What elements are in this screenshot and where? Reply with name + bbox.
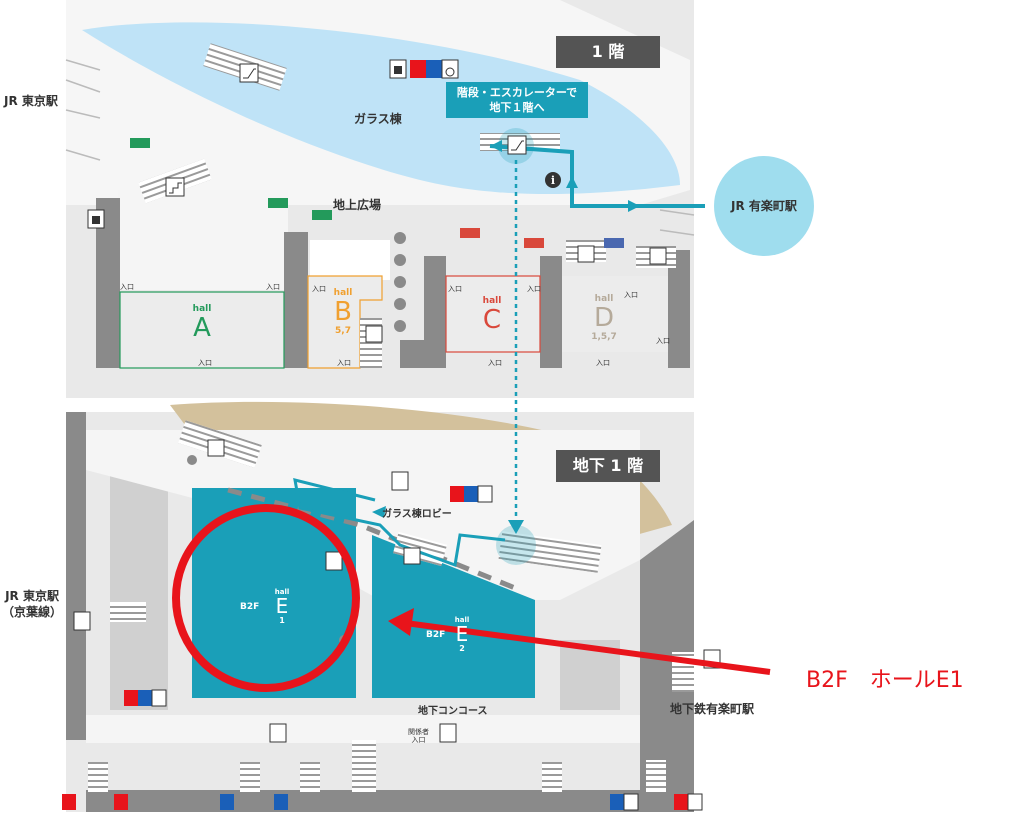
escalator-icon	[365, 325, 383, 343]
hall-letter: E	[275, 594, 289, 618]
exit-sign	[604, 238, 624, 248]
concourse-label: 地下コンコース	[418, 706, 488, 717]
glass-building-label: ガラス棟	[354, 112, 402, 126]
hall-word: hall	[594, 294, 614, 304]
information-icon[interactable]	[545, 172, 561, 188]
wheelchair-icon	[441, 59, 459, 79]
exit-sign	[130, 138, 150, 148]
hall-word: hall	[333, 288, 353, 298]
hall-prefix: B2F	[240, 602, 260, 612]
entrance-label: 入口	[624, 291, 638, 299]
subway-yurakucho-label: 地下鉄有楽町駅	[670, 702, 755, 716]
exit-sign	[524, 238, 544, 248]
hall-letter: E	[455, 622, 469, 646]
highlight-arrow	[397, 619, 771, 675]
elevator-icon	[391, 471, 409, 491]
hall-letter: A	[193, 313, 211, 343]
restroom-icon	[124, 689, 167, 707]
entrance-label: 入口	[312, 285, 326, 293]
restroom-icon	[410, 60, 442, 78]
exit-sign	[268, 198, 288, 208]
stairs-icon	[649, 247, 667, 265]
elevator-icon	[389, 59, 407, 79]
hall-word: hall	[274, 588, 290, 596]
entrance-label: 入口	[120, 283, 134, 291]
hall-floors: 5,7	[335, 326, 351, 336]
entrance-label: 入口	[198, 359, 212, 367]
floor-tag-basement: 地下 1 階	[556, 450, 660, 482]
hall-word: hall	[482, 296, 502, 306]
entrance-label: 入口	[527, 285, 541, 293]
wall-block	[424, 256, 446, 368]
jr-tokyo-keiyo-line: （京葉線）	[2, 605, 63, 619]
jr-tokyo-keiyo-line: JR 東京駅	[5, 589, 59, 603]
exit-sign	[460, 228, 480, 238]
restroom-icon	[62, 793, 703, 811]
entrance-label: 入口	[266, 283, 280, 291]
hall-c-label: hall C	[464, 296, 520, 334]
hall-b-area[interactable]	[307, 275, 383, 369]
exit-sign	[312, 210, 332, 220]
entrance-label: 入口	[337, 359, 351, 367]
callout-line: 階段・エスカレーターで	[456, 86, 578, 99]
hall-d-label: hall D 1,5,7	[576, 294, 632, 342]
staff-entrance-line: 関係者	[408, 728, 429, 736]
facility-icons	[62, 59, 721, 811]
platform-lines	[65, 59, 695, 236]
hall-letter: B	[334, 297, 352, 327]
elevator-icon	[73, 611, 91, 631]
callout-line: 地下１階へ	[489, 101, 545, 114]
escalator-icon	[239, 63, 259, 83]
hall-letter: D	[593, 303, 615, 333]
stairs-icon	[577, 245, 595, 263]
hall-floors: 2	[459, 644, 465, 653]
hall-d-area[interactable]	[562, 276, 668, 352]
jr-yurakucho-label: JR 有楽町駅	[731, 199, 797, 213]
entrance-label: 入口	[596, 359, 610, 367]
hall-c-area[interactable]	[445, 275, 541, 353]
hall-a-area[interactable]	[119, 291, 285, 369]
hall-word: hall	[192, 304, 212, 314]
hall-e2-area[interactable]	[372, 535, 535, 698]
elevator-icon	[439, 723, 457, 743]
highlight-circle	[172, 504, 360, 692]
hall-letter: C	[482, 305, 502, 335]
entrance-label: 入口	[488, 359, 502, 367]
hall-a-label: hall A	[172, 304, 232, 342]
escalator-icon	[507, 135, 527, 155]
wall-block	[668, 250, 690, 368]
elevator-icon	[87, 209, 105, 229]
route-callout: 階段・エスカレーターで 地下１階へ	[446, 82, 588, 118]
elevator-icon	[325, 551, 343, 571]
restroom-icon	[450, 485, 493, 503]
hall-word: hall	[454, 616, 470, 624]
staff-entrance-line: 入口	[411, 736, 426, 744]
entrance-label: 入口	[448, 285, 462, 293]
hall-floors: 1	[279, 616, 285, 625]
stairs-icon	[165, 177, 185, 197]
svg-text:i: i	[551, 174, 555, 187]
staff-entrance-label: 関係者 入口	[408, 728, 429, 744]
floor-tag-ground: 1 階	[556, 36, 660, 68]
wall-block	[540, 256, 562, 368]
entrance-label: 入口	[656, 337, 670, 345]
basement-floor	[66, 401, 694, 812]
jr-tokyo-label: JR 東京駅	[4, 94, 58, 108]
jr-tokyo-keiyo-label: JR 東京駅 （京葉線）	[2, 588, 62, 620]
glass-lobby-label: ガラス棟ロビー	[382, 509, 452, 520]
jr-yurakucho-circle[interactable]	[714, 156, 814, 256]
annotation-label: B2F ホールE1	[806, 668, 964, 693]
hall-b-label: hall B 5,7	[316, 288, 370, 336]
ground-plaza-label: 地上広場	[333, 198, 382, 212]
escalator-icon	[207, 439, 225, 457]
plaza-columns	[394, 232, 406, 332]
hall-prefix: B2F	[426, 630, 446, 640]
hall-floors: 1,5,7	[591, 332, 617, 342]
wall-block	[284, 232, 308, 368]
escalator-icon	[403, 547, 421, 565]
elevator-icon	[269, 723, 287, 743]
